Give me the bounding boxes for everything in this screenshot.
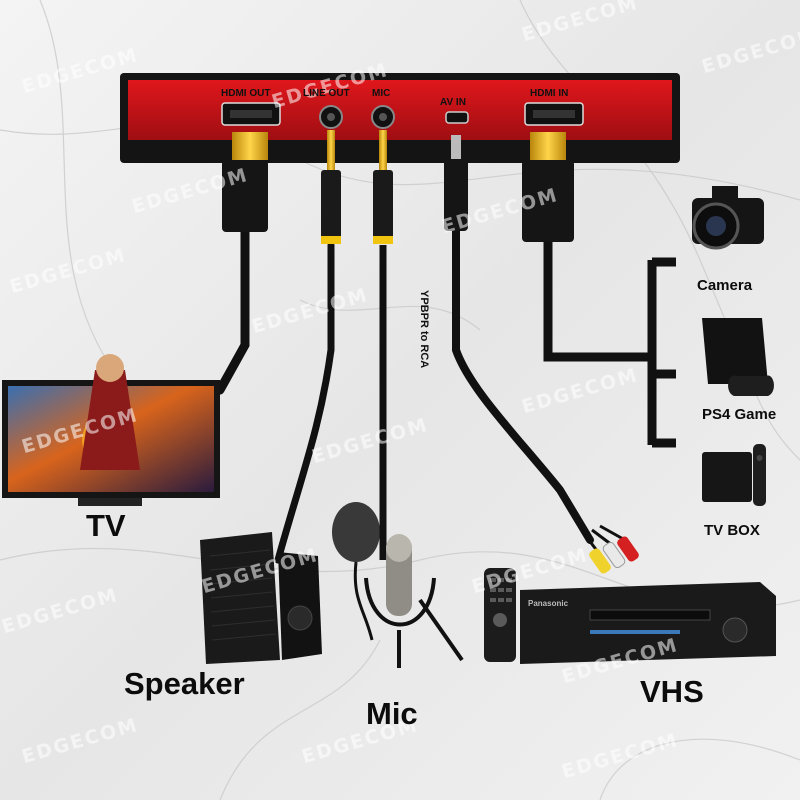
hdmi-out-port-slot: [230, 110, 272, 118]
tv-stand: [78, 498, 142, 506]
pop-filter: [332, 502, 380, 562]
tv-label: TV: [86, 508, 126, 544]
line-out-jack-hole: [327, 113, 335, 121]
camera-lens-glass: [706, 216, 726, 236]
ps4-console: [702, 318, 768, 384]
mic-jack-hole: [379, 113, 387, 121]
vhs-jog-dial: [723, 618, 747, 642]
mic-plug-tip: [379, 130, 387, 170]
tvbox-label: TV BOX: [704, 522, 760, 539]
av-in-port: [446, 112, 468, 123]
vhs-display: [590, 630, 680, 634]
hdmi-in-plug-tip: [530, 132, 566, 160]
mic-plug-body: [373, 170, 393, 240]
hdmi-in-plug-body: [522, 160, 574, 242]
line-out-plug-tip: [327, 130, 335, 170]
vhs-label: VHS: [640, 674, 704, 710]
av-in-plug-tip: [451, 135, 461, 159]
vhs-brand: Panasonic: [528, 599, 569, 608]
tv-screen-figure-head: [96, 354, 124, 382]
port-label-hdmi-out: HDMI OUT: [221, 88, 270, 99]
port-label-av-in: AV IN: [440, 97, 466, 108]
tvbox-body: [702, 452, 752, 502]
line-out-plug-ring: [321, 236, 341, 244]
hdmi-in-port-slot: [533, 110, 575, 118]
port-label-hdmi-in: HDMI IN: [530, 88, 568, 99]
camera-prism: [712, 186, 738, 200]
ps4-controller: [728, 375, 774, 396]
vcr-remote: [484, 568, 516, 662]
mic-label: Mic: [366, 696, 418, 732]
vhs-tape-slot: [590, 610, 710, 620]
device-front-panel: [128, 80, 672, 140]
tvbox-illustration: [702, 444, 766, 506]
hdmi-out-plug-tip: [232, 132, 268, 160]
av-in-plug-body: [444, 159, 468, 231]
mic-plug-ring: [373, 236, 393, 244]
ps4-label: PS4 Game: [702, 406, 776, 423]
line-out-plug-body: [321, 170, 341, 240]
camera-label: Camera: [697, 277, 752, 294]
vhs-player: Panasonic: [520, 582, 776, 664]
cable-label-ypbpr: YPBPR to RCA: [418, 290, 430, 368]
mic-capsule: [386, 534, 412, 562]
speaker-label: Speaker: [124, 666, 245, 702]
tvbox-remote-button: [757, 455, 763, 461]
port-label-line-out: LINE OUT: [303, 88, 350, 99]
port-label-mic: MIC: [372, 88, 390, 99]
speaker-right-knob: [288, 606, 312, 630]
tvbox-remote: [753, 444, 766, 506]
hdmi-out-plug-body: [222, 160, 268, 232]
